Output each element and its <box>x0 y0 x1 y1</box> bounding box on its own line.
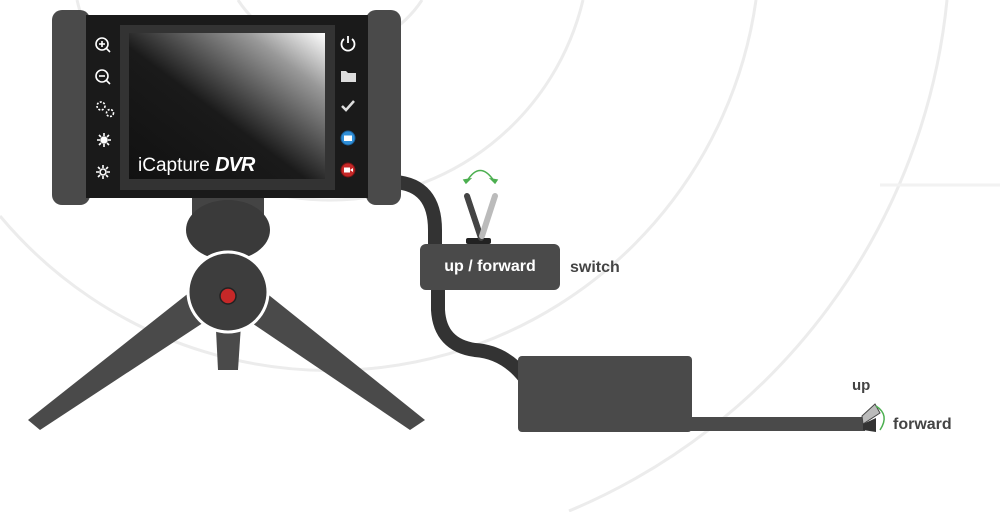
dvr-device <box>52 10 401 205</box>
brightness-up-icon[interactable] <box>97 133 111 147</box>
switch-label: up / forward <box>444 258 536 275</box>
right-buttons <box>340 36 356 178</box>
probe-forward-label: forward <box>893 416 952 433</box>
toggle-arrow-icon <box>462 169 499 185</box>
up-forward-switch[interactable]: up / forward <box>420 244 560 290</box>
probe-tube <box>690 417 865 431</box>
camera-icon[interactable] <box>340 130 356 146</box>
screen <box>129 33 325 179</box>
probe-up-label: up <box>852 377 871 394</box>
brightness-down-icon[interactable] <box>96 165 110 179</box>
switch-caption: switch <box>570 259 620 276</box>
brand-name: iCapture <box>138 155 210 176</box>
device-brand-logo: iCapture DVR <box>138 154 255 177</box>
power-icon[interactable] <box>340 36 356 52</box>
left-buttons <box>95 37 115 179</box>
control-box <box>518 356 692 432</box>
tripod <box>28 198 425 430</box>
folder-icon[interactable] <box>341 71 356 82</box>
settings-icon[interactable] <box>96 101 115 118</box>
check-icon[interactable] <box>341 100 355 112</box>
video-record-icon[interactable] <box>340 162 356 178</box>
cable-lower <box>431 290 531 383</box>
left-grip <box>52 10 90 205</box>
zoom-out-icon[interactable] <box>95 69 111 85</box>
probe-tip <box>861 403 885 432</box>
brand-suffix: DVR <box>215 154 255 176</box>
zoom-in-icon[interactable] <box>95 37 111 53</box>
tripod-lock-knob <box>219 287 237 305</box>
probe-arrow-icon <box>875 405 885 431</box>
toggle-lever[interactable] <box>464 193 498 244</box>
right-grip <box>366 10 401 205</box>
